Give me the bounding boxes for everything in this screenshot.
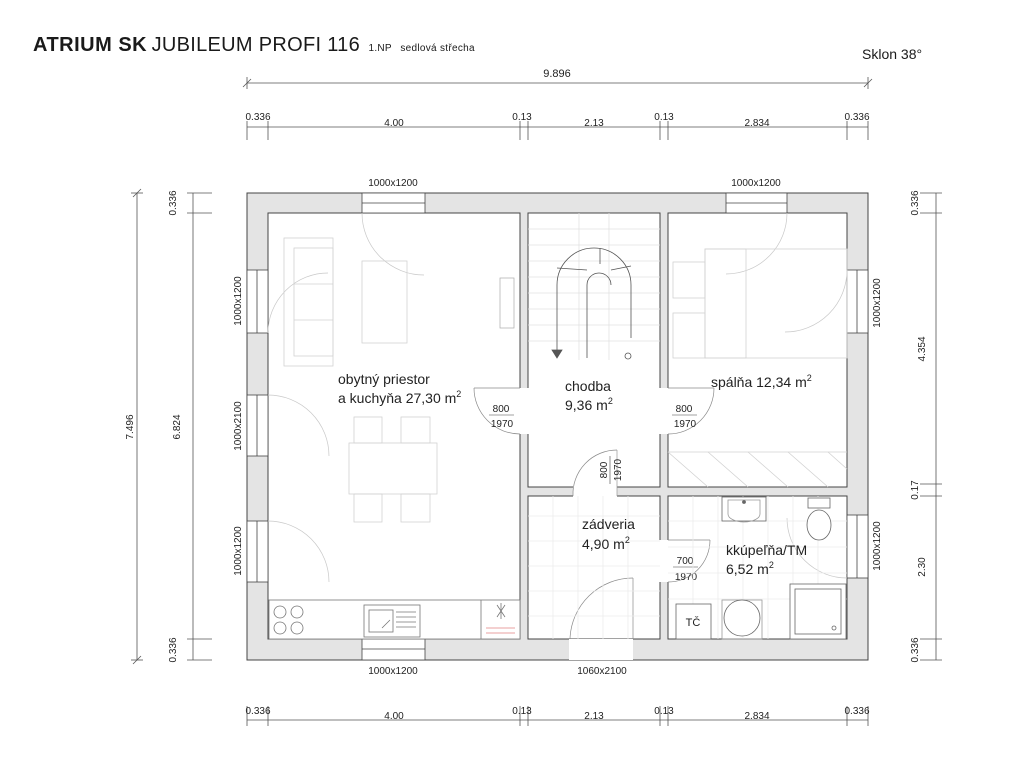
door-living-width: 800: [493, 404, 510, 415]
room-hallway-name: chodba: [565, 378, 611, 394]
dim-inner-depth: 6.824: [172, 414, 183, 439]
dim-right-3: 0.17: [910, 480, 921, 500]
dim-right-4: 2.30: [917, 557, 928, 577]
windows: [246, 192, 869, 661]
dim-bottom-2: 4.00: [384, 711, 404, 722]
dim-top-7: 0.336: [844, 112, 869, 123]
dim-top-2: 4.00: [384, 118, 404, 129]
dim-left-top: 0.336: [168, 190, 179, 215]
window-bottom-left-size: 1000x1200: [368, 666, 418, 677]
window-right-upper-size: 1000x1200: [872, 278, 883, 328]
door-swings: [267, 212, 848, 640]
door-bedroom-height: 1970: [674, 419, 697, 430]
roof-pitch: Sklon 38°: [862, 46, 923, 62]
staircase: [551, 247, 632, 360]
bathroom-fixtures: [675, 496, 847, 640]
dim-right-5: 0.336: [910, 637, 921, 662]
kitchen-counter: [268, 599, 521, 640]
door-hall-width: 800: [599, 461, 610, 478]
title-floor: 1.NP: [368, 43, 392, 54]
room-living-area: a kuchyňa 27,30 m2: [338, 389, 461, 406]
dim-bottom-1: 0.336: [245, 706, 270, 717]
heat-pump-label: TČ: [686, 616, 701, 629]
door-hall-height: 1970: [613, 458, 624, 481]
dim-top-4: 2.13: [584, 118, 604, 129]
window-left-upper-size: 1000x1200: [233, 276, 244, 326]
room-hallway-area: 9,36 m2: [565, 396, 613, 413]
room-vestibule-area: 4,90 m2: [582, 535, 630, 552]
room-living-name: obytný priestor: [338, 371, 430, 387]
dim-bottom-7: 0.336: [844, 706, 869, 717]
dim-top-3: 0.13: [512, 112, 532, 123]
fridge-column: [499, 277, 515, 329]
dim-bottom-5: 0.13: [654, 706, 674, 717]
dim-right-1: 0.336: [910, 190, 921, 215]
dim-bottom-6: 2.834: [744, 711, 769, 722]
dimension-lines: [131, 77, 942, 726]
dim-top-1: 0.336: [245, 112, 270, 123]
room-bathroom-area: 6,52 m2: [726, 560, 774, 577]
entrance-door-size: 1060x2100: [577, 666, 627, 677]
dim-bottom-4: 2.13: [584, 711, 604, 722]
walls: [246, 192, 869, 661]
dim-top-5: 0.13: [654, 112, 674, 123]
window-top-right-size: 1000x1200: [731, 178, 781, 189]
window-top-left-size: 1000x1200: [368, 178, 418, 189]
door-living-height: 1970: [491, 419, 514, 430]
door-bath-height: 1970: [675, 572, 698, 583]
door-bath-width: 700: [677, 556, 694, 567]
title-brand: ATRIUM SK: [33, 34, 148, 56]
door-bedroom-width: 800: [676, 404, 693, 415]
dim-total-width: 9.896: [543, 68, 571, 80]
window-left-lower-size: 1000x1200: [233, 526, 244, 576]
dim-total-depth: 7.496: [125, 414, 136, 439]
window-left-middle-size: 1000x2100: [233, 401, 244, 451]
dim-top-6: 2.834: [744, 118, 769, 129]
window-right-lower-size: 1000x1200: [872, 521, 883, 571]
dim-bottom-3: 0.13: [512, 706, 532, 717]
drawing-title: ATRIUM SK JUBILEUM PROFI 116 1.NP sedlov…: [33, 34, 475, 57]
dim-right-2: 4.354: [917, 336, 928, 361]
room-bathroom-name: kkúpeľňa/TM: [726, 542, 807, 558]
title-roof-type: sedlová střecha: [400, 43, 475, 54]
dim-left-bottom: 0.336: [168, 637, 179, 662]
room-bedroom-label: spálňa 12,34 m2: [711, 373, 812, 390]
title-model: JUBILEUM PROFI 116: [151, 34, 360, 56]
room-vestibule-name: zádveria: [582, 516, 635, 532]
